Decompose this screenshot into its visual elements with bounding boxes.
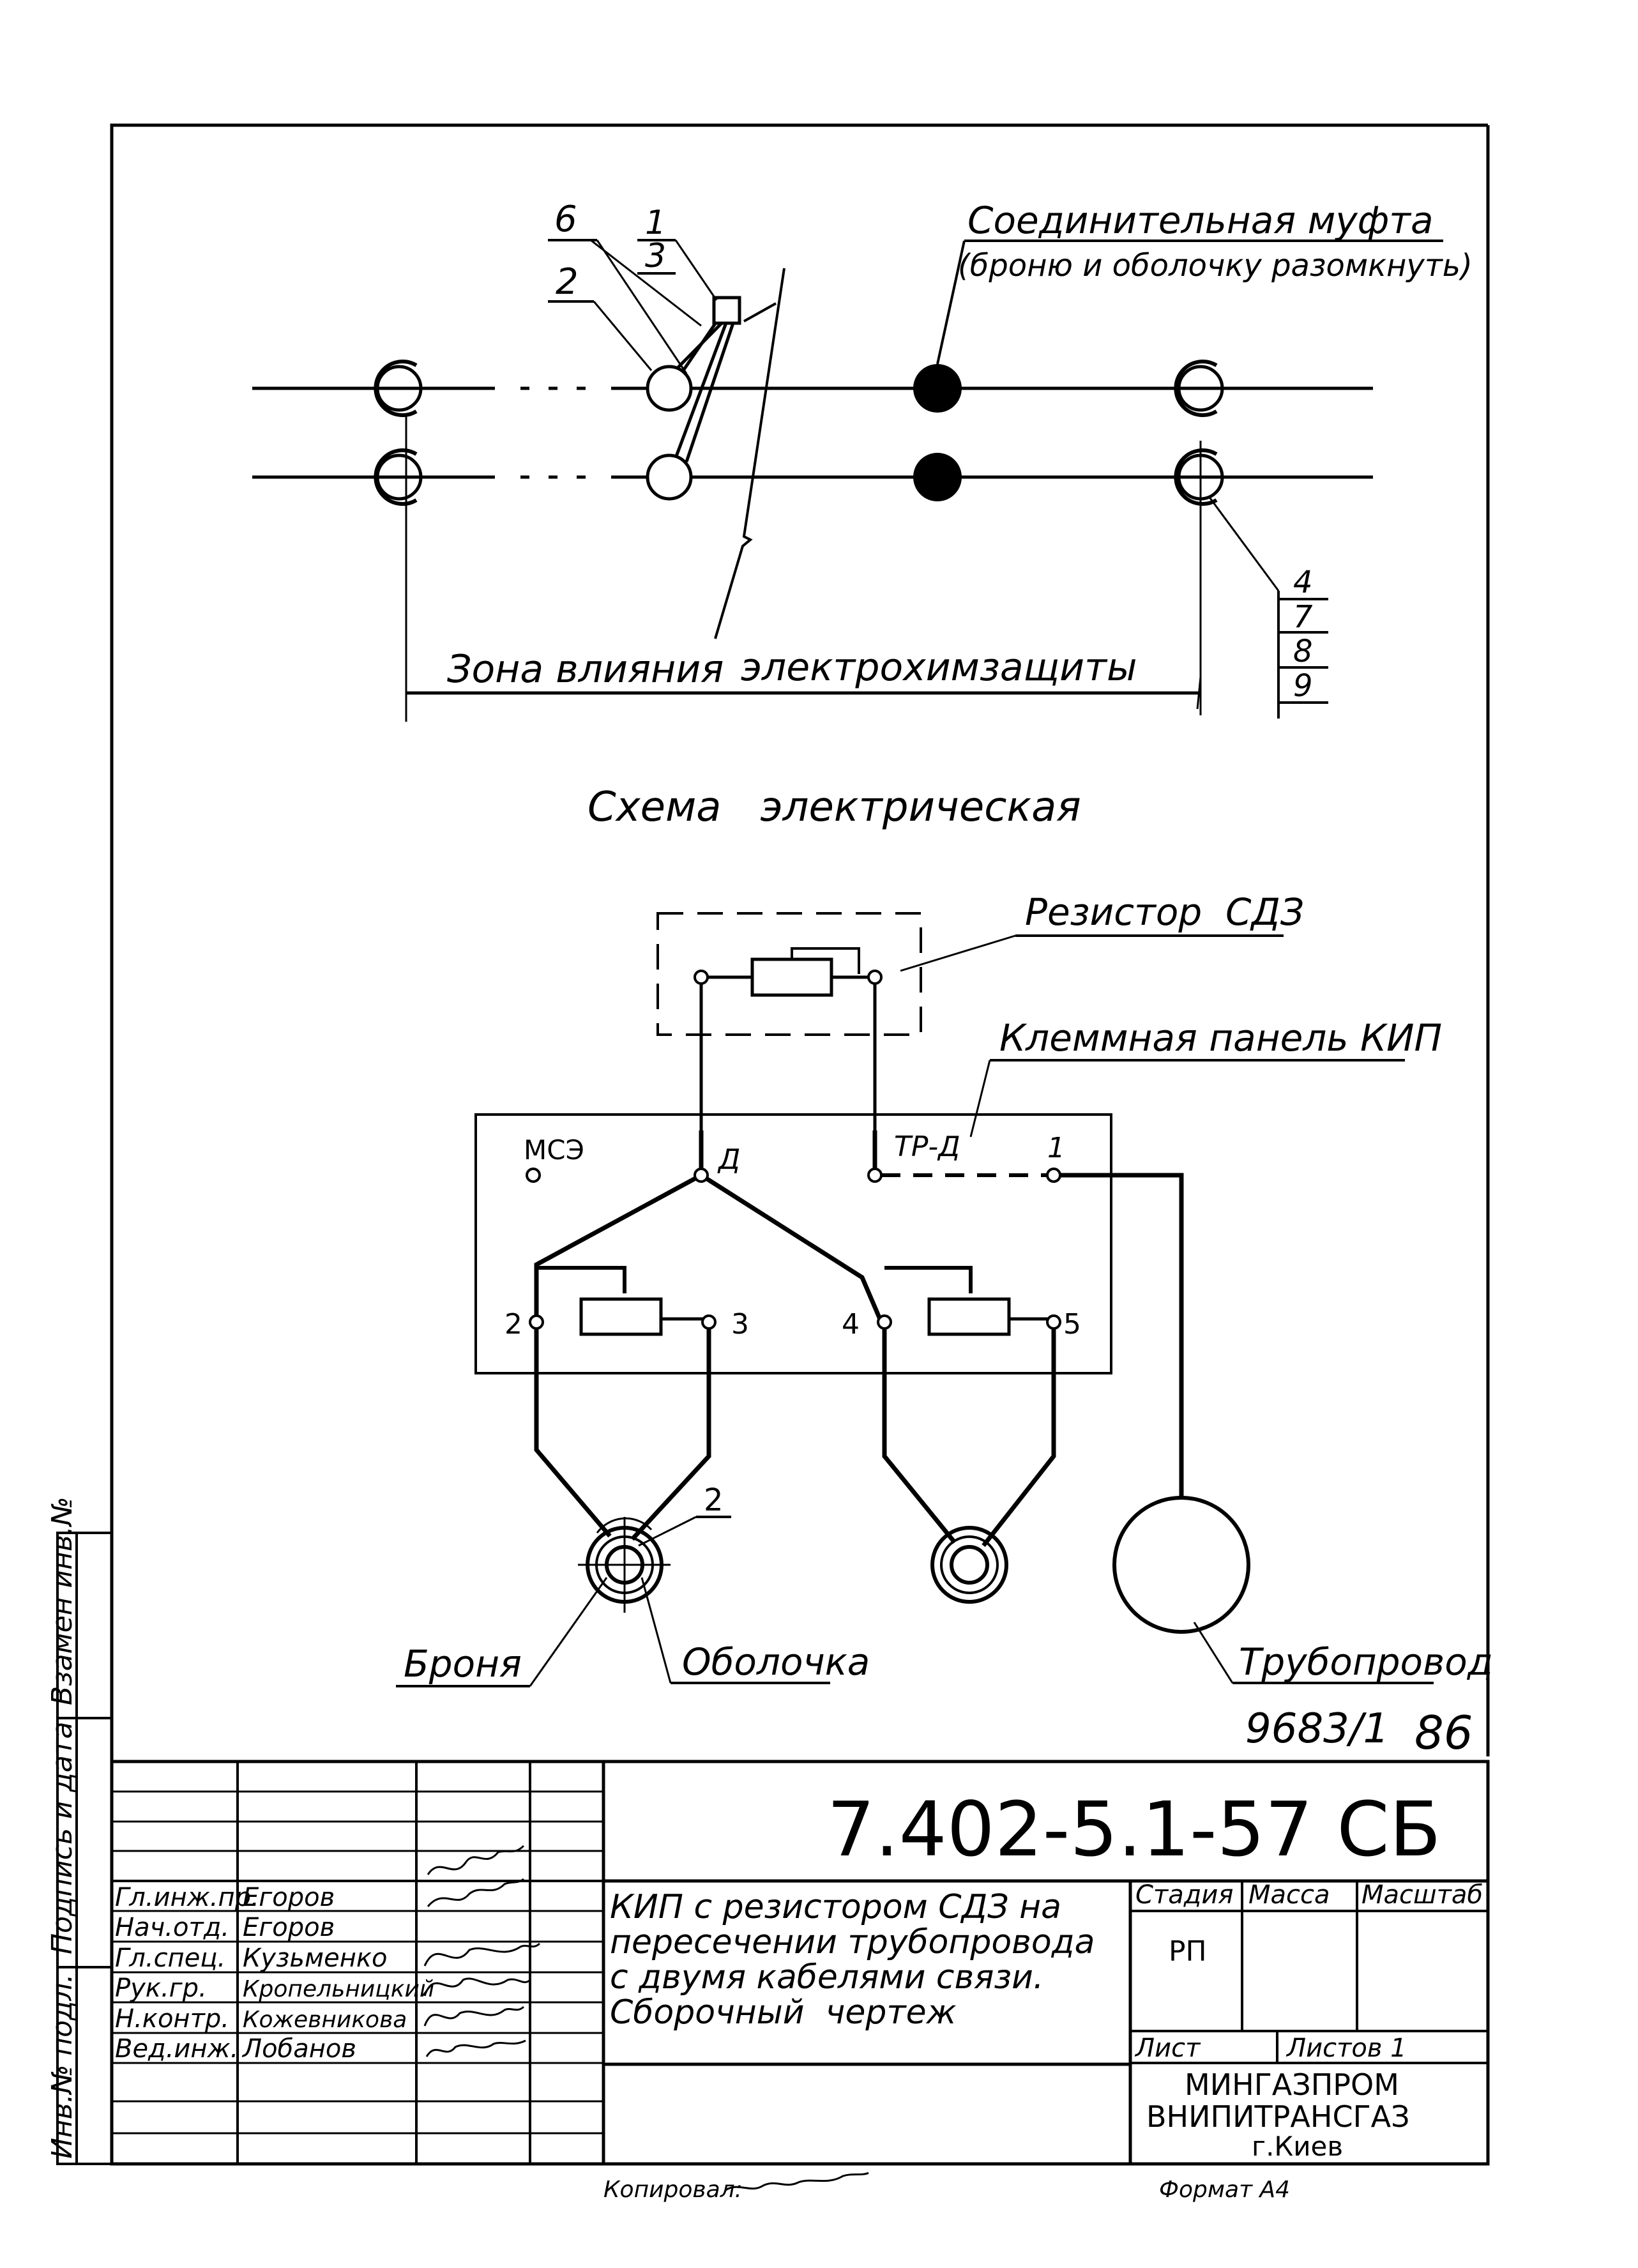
cable-end-left-lower (374, 448, 423, 506)
staff-name-4: Кропельницкий (243, 1976, 434, 2002)
terminal-panel-box (474, 1113, 1112, 1374)
staff-name-1: Егоров (243, 1883, 335, 1912)
cable-2-cross-section (930, 1526, 1008, 1604)
staff-role-1: Гл.инж.пр. (115, 1883, 259, 1912)
pipeline-axis-break-line (714, 268, 785, 639)
archive-number: 9683/1 (1245, 1705, 1389, 1753)
callout-7: 7 (1293, 599, 1313, 635)
callout-3: 3 (645, 237, 666, 275)
format-label: Формат А4 (1159, 2177, 1290, 2203)
cable-end-left-upper (374, 360, 423, 417)
staff-role-3: Гл.спец. (115, 1944, 225, 1973)
document-code: 7.402-5.1-57 СБ (827, 1785, 1441, 1873)
zone-label-b: электрохимзащиты (741, 645, 1137, 690)
callout-8: 8 (1293, 634, 1313, 669)
kip-post-symbol (712, 296, 741, 325)
side-label-inv-orig: Инв.№ подл. (46, 1974, 79, 2159)
terminal-2-label: 2 (504, 1308, 522, 1341)
callout-9: 9 (1293, 668, 1313, 704)
kip-leads (674, 315, 735, 462)
terminal-trd-label: ТР-Д (894, 1130, 960, 1163)
terminal-5 (1046, 1314, 1061, 1330)
org-line-1: МИНГАЗПРОМ (1185, 2067, 1399, 2102)
staff-name-5: Кожевникова (243, 2007, 407, 2033)
resistor-cable-2 (927, 1297, 1011, 1336)
scale-label: Масштаб (1361, 1880, 1483, 1910)
staff-role-2: Нач.отд. (115, 1913, 229, 1942)
cable-end-right-upper (1174, 360, 1224, 417)
kip-connection-upper (646, 365, 693, 412)
pipeline-cross-section (1112, 1496, 1250, 1634)
crossing-plan-diagram: Соединительная муфта (броню и оболочку р… (252, 199, 1473, 722)
page-number: 86 (1414, 1706, 1473, 1760)
terminal-3 (701, 1314, 717, 1330)
side-label-sign-date: Подпись и дата (46, 1722, 79, 1954)
stage-value: РП (1169, 1935, 1207, 1968)
resistor-sdz-element (750, 957, 833, 997)
callout-2-top: 2 (556, 261, 579, 303)
copied-label: Копировал: (603, 2177, 743, 2203)
coupling-lower (913, 453, 962, 501)
armor-label: Броня (404, 1642, 522, 1686)
kip-connection-lower (646, 453, 693, 501)
terminal-2 (529, 1314, 544, 1330)
mass-label: Масса (1248, 1880, 1330, 1910)
signatures (423, 1845, 541, 2057)
callout-1: 1 (645, 204, 666, 242)
coupling-upper (913, 364, 962, 413)
title-block: 7.402-5.1-57 СБ Гл.инж.пр. Егоров Нач.от… (110, 1760, 1490, 2166)
terminal-4 (877, 1314, 892, 1330)
terminal-3-label: 3 (731, 1308, 749, 1341)
copied-signature (724, 2172, 869, 2192)
org-line-2: ВНИПИТРАНСГАЗ (1146, 2099, 1410, 2134)
resistor-sdz-label: Резистор СДЗ (1025, 890, 1304, 934)
stage-label: Стадия (1135, 1880, 1233, 1910)
resistor-sdz-box (656, 912, 922, 1036)
staff-name-3: Кузьменко (243, 1944, 387, 1973)
description-line-2: пересечении трубопровода (610, 1923, 1095, 1961)
pipeline-label: Трубопровод (1239, 1640, 1493, 1684)
kip-post-line (743, 302, 777, 323)
terminal-trd (867, 1168, 883, 1183)
callout-4: 4 (1293, 565, 1313, 600)
zone-label-a: Зона влияния (447, 647, 724, 692)
description-line-4: Сборочный чертеж (610, 1993, 957, 2032)
staff-name-6: Лобанов (241, 2034, 356, 2064)
sheets-label: Листов 1 (1285, 2034, 1407, 2063)
description-line-1: КИП с резистором СДЗ на (610, 1888, 1061, 1926)
scheme-title: Схема электрическая (588, 784, 1081, 831)
terminal-panel-label: Клеммная панель КИП (999, 1016, 1442, 1060)
resistor-cable-1 (579, 1297, 663, 1336)
description-line-3: с двумя кабелями связи. (610, 1958, 1043, 1997)
terminal-5-label: 5 (1063, 1308, 1081, 1341)
side-approval-strip: Взамен инв.№ Подпись и дата Инв.№ подл. (46, 1496, 112, 2165)
cable-1-cross-section (578, 1517, 671, 1613)
cable-end-callout-stack: 4 7 8 9 (1209, 498, 1328, 719)
electric-scheme: Резистор СДЗ Клеммная панель КИП МСЭ Д Т… (396, 890, 1493, 1687)
ecp-influence-zone: Зона влияния электрохимзащиты (405, 415, 1202, 722)
coupling-callout: Соединительная муфта (броню и оболочку р… (936, 199, 1473, 365)
terminal-mse (526, 1168, 541, 1183)
sheet-label: Лист (1134, 2034, 1201, 2063)
staff-role-5: Н.контр. (115, 2004, 229, 2034)
coupling-note: (броню и оболочку разомкнуть) (958, 248, 1473, 284)
terminal-4-label: 4 (842, 1308, 860, 1341)
staff-role-6: Вед.инж. (115, 2034, 238, 2064)
terminal-d-label: Д (717, 1143, 740, 1176)
org-line-3: г.Киев (1252, 2131, 1343, 2162)
staff-role-4: Рук.гр. (115, 1974, 207, 2003)
sheath-label: Оболочка (682, 1640, 870, 1684)
side-label-replaced: Взамен инв.№ (46, 1496, 79, 1705)
terminal-d (694, 1168, 709, 1183)
terminal-1 (1046, 1168, 1061, 1183)
terminal-1-label: 1 (1047, 1132, 1065, 1164)
terminal-mse-label: МСЭ (524, 1134, 584, 1166)
coupling-title: Соединительная муфта (967, 199, 1434, 242)
staff-name-2: Егоров (243, 1913, 335, 1942)
kip-callouts: 6 1 3 2 (548, 199, 718, 374)
callout-6: 6 (554, 199, 577, 240)
cable-callout-2: 2 (704, 1482, 724, 1518)
